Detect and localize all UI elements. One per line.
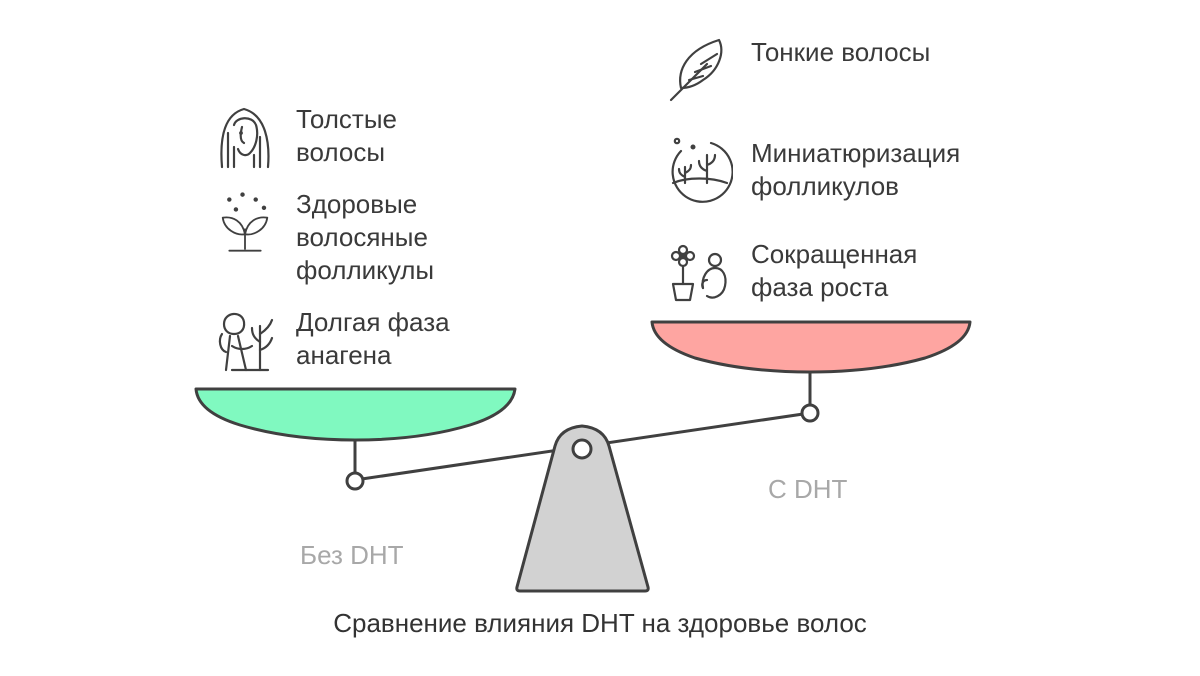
right-item-2-label: Миниатюризация фолликулов bbox=[751, 138, 961, 201]
left-item-3-label: Долгая фаза анагена bbox=[296, 307, 450, 370]
right-item-2: Миниатюризация фолликулов bbox=[667, 137, 960, 203]
right-item-3-label: Сокращенная фаза роста bbox=[751, 239, 918, 302]
right-item-1-label: Тонкие волосы bbox=[751, 37, 931, 67]
right-item-1: Тонкие волосы bbox=[667, 36, 930, 102]
left-item-2-label: Здоровые волосяные фолликулы bbox=[296, 189, 435, 285]
left-item-3: Долгая фаза анагена bbox=[212, 306, 450, 372]
woman-with-plant-icon bbox=[218, 312, 274, 372]
diagram-caption: Сравнение влияния DHT на здоровье волос bbox=[333, 608, 867, 638]
feather-icon bbox=[669, 38, 723, 102]
right-pan-pivot bbox=[800, 403, 820, 423]
left-item-1-label: Толстые волосы bbox=[296, 104, 397, 167]
left-item-2: Здоровые волосяные фолликулы bbox=[212, 188, 434, 287]
potted-flower-person-icon bbox=[670, 244, 727, 302]
shrinking-plants-icon bbox=[671, 137, 733, 203]
left-pan-pivot bbox=[345, 471, 365, 491]
right-item-3: Сокращенная фаза роста bbox=[667, 238, 917, 304]
right-pan bbox=[650, 320, 972, 374]
left-pan bbox=[194, 387, 517, 442]
left-item-1: Толстые волосы bbox=[212, 103, 397, 169]
healthy-sprout-icon bbox=[221, 192, 269, 252]
without-dht-label: Без DHT bbox=[300, 540, 404, 570]
fulcrum-pivot bbox=[571, 438, 593, 460]
fulcrum bbox=[515, 424, 650, 593]
with-dht-label: С DHT bbox=[768, 474, 848, 504]
woman-long-hair-icon bbox=[220, 107, 270, 169]
